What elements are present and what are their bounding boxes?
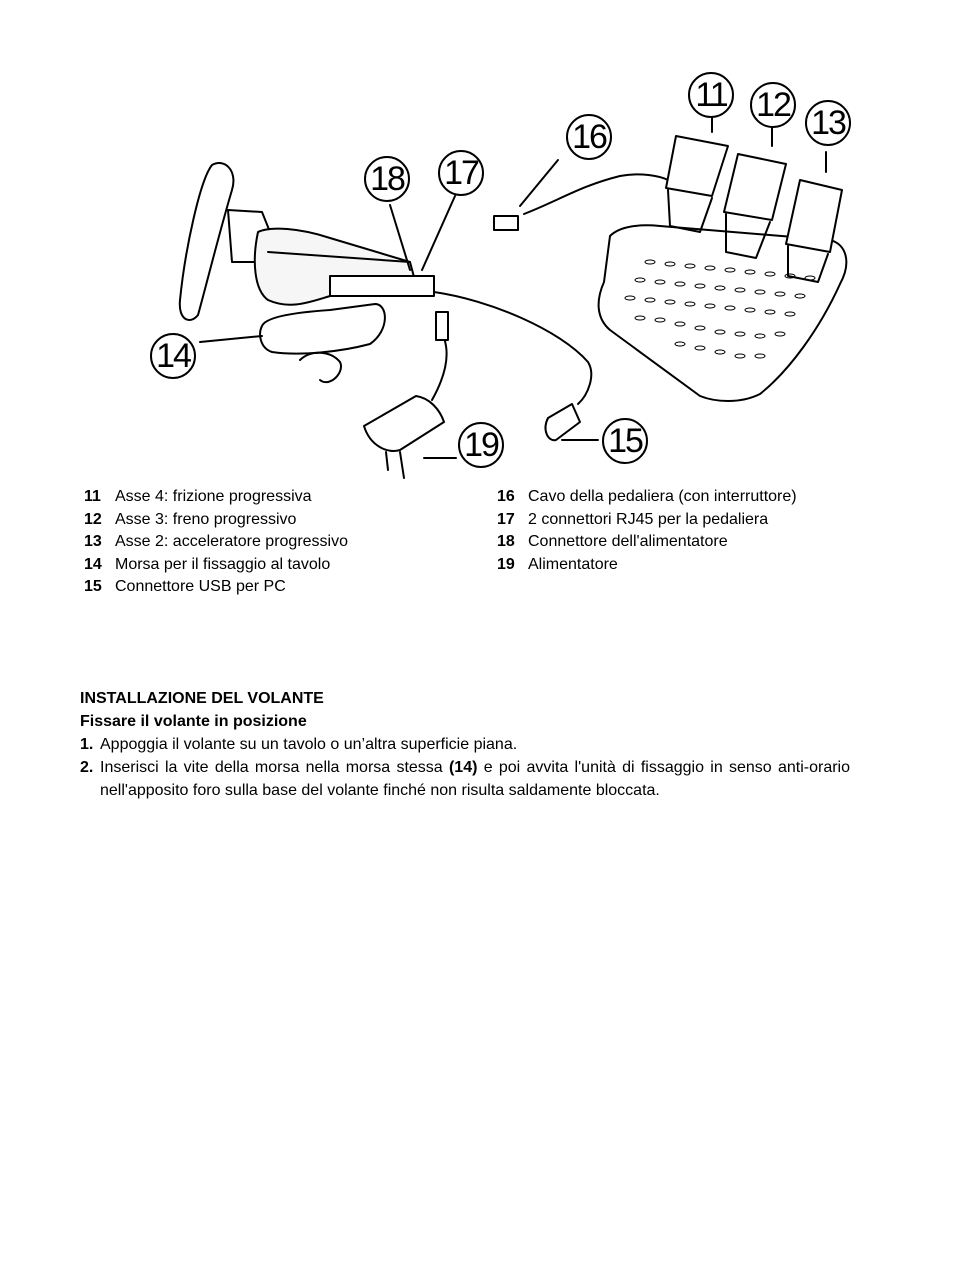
legend-item: 18 Connettore dell'alimentatore bbox=[497, 531, 797, 554]
legend-number: 12 bbox=[84, 510, 102, 528]
callout-18: 18 bbox=[364, 156, 410, 202]
table-clamp bbox=[259, 303, 386, 355]
product-diagram: 11 12 13 14 15 16 17 18 19 bbox=[0, 0, 954, 480]
power-cable bbox=[431, 337, 448, 401]
rj45-plug bbox=[493, 215, 519, 231]
power-adapter bbox=[363, 395, 445, 452]
legend-number: 17 bbox=[497, 510, 515, 528]
callout-19: 19 bbox=[458, 422, 504, 468]
legend-item: 13 Asse 2: acceleratore progressivo bbox=[84, 531, 348, 554]
step-text-part: e poi avvita l'unità di fissaggio in sen… bbox=[100, 759, 850, 799]
legend-left-column: 11 Asse 4: frizione progressiva 12 Asse 3:… bbox=[84, 486, 348, 599]
legend-text: 2 connettori RJ45 per la pedaliera bbox=[528, 510, 769, 528]
legend-number: 15 bbox=[84, 578, 102, 595]
connector-block bbox=[329, 275, 435, 297]
callout-17: 17 bbox=[438, 150, 484, 196]
pedal-grip-pattern bbox=[624, 259, 816, 359]
legend-item: 19 Alimentatore bbox=[497, 554, 797, 577]
usb-cable bbox=[433, 291, 593, 405]
usb-plug bbox=[544, 403, 581, 442]
legend-item: 11 Asse 4: frizione progressiva bbox=[84, 486, 348, 509]
section-subtitle: Fissare il volante in posizione bbox=[80, 713, 307, 730]
legend-right-column: 16 Cavo della pedaliera (con interruttore… bbox=[497, 486, 797, 576]
legend-text: Connettore dell'alimentatore bbox=[528, 533, 728, 550]
legend-number: 13 bbox=[84, 533, 102, 550]
pedal-brake bbox=[723, 153, 787, 221]
legend-number: 18 bbox=[497, 533, 515, 550]
callout-16: 16 bbox=[566, 114, 612, 160]
legend-text: Asse 2: acceleratore progressivo bbox=[115, 533, 348, 550]
step-text-part: Appoggia il volante su un tavolo o un’al… bbox=[100, 736, 518, 753]
legend-number: 16 bbox=[497, 488, 515, 505]
legend-item: 14 Morsa per il fissaggio al tavolo bbox=[84, 554, 348, 577]
pedal-accelerator bbox=[785, 179, 843, 253]
step-text: Appoggia il volante su un tavolo o un’al… bbox=[100, 733, 850, 756]
legend-text: Morsa per il fissaggio al tavolo bbox=[115, 555, 331, 573]
step-number: 1. bbox=[80, 736, 94, 753]
callout-13: 13 bbox=[805, 100, 851, 146]
steering-wheel-rim bbox=[178, 162, 235, 321]
legend-number: 11 bbox=[84, 488, 101, 505]
legend-text: Asse 4: frizione progressiva bbox=[115, 488, 312, 505]
installation-section: INSTALLAZIONE DEL VOLANTE Fissare il vol… bbox=[80, 687, 850, 802]
legend-text: Cavo della pedaliera (con interruttore) bbox=[528, 488, 797, 505]
legend-text: Alimentatore bbox=[528, 555, 618, 573]
pedal-clutch bbox=[665, 135, 729, 197]
callout-14: 14 bbox=[150, 333, 196, 379]
callout-15: 15 bbox=[602, 418, 648, 464]
section-title: INSTALLAZIONE DEL VOLANTE bbox=[80, 690, 324, 707]
legend-item: 15 Connettore USB per PC bbox=[84, 576, 348, 599]
step-number: 2. bbox=[80, 759, 94, 776]
legend-item: 17 2 connettori RJ45 per la pedaliera bbox=[497, 509, 797, 532]
pedal-base bbox=[597, 224, 848, 402]
step-item: 2. Inserisci la vite della morsa nella m… bbox=[80, 756, 850, 802]
pedal-cable bbox=[523, 173, 669, 215]
legend-item: 16 Cavo della pedaliera (con interruttore… bbox=[497, 486, 797, 509]
legend-text: Asse 3: freno progressivo bbox=[115, 510, 297, 528]
legend-number: 14 bbox=[84, 555, 102, 573]
step-item: 1. Appoggia il volante su un tavolo o un… bbox=[80, 733, 850, 756]
legend-number: 19 bbox=[497, 555, 515, 573]
callout-12: 12 bbox=[750, 82, 796, 128]
step-text-part: Inserisci la vite della morsa nella mors… bbox=[100, 759, 449, 776]
wheel-pedals-illustration bbox=[178, 117, 848, 479]
step-reference: (14) bbox=[448, 759, 478, 776]
legend-item: 12 Asse 3: freno progressivo bbox=[84, 509, 348, 532]
legend-text: Connettore USB per PC bbox=[115, 578, 286, 595]
callout-11: 11 bbox=[688, 72, 734, 118]
step-text: Inserisci la vite della morsa nella mors… bbox=[100, 756, 850, 802]
